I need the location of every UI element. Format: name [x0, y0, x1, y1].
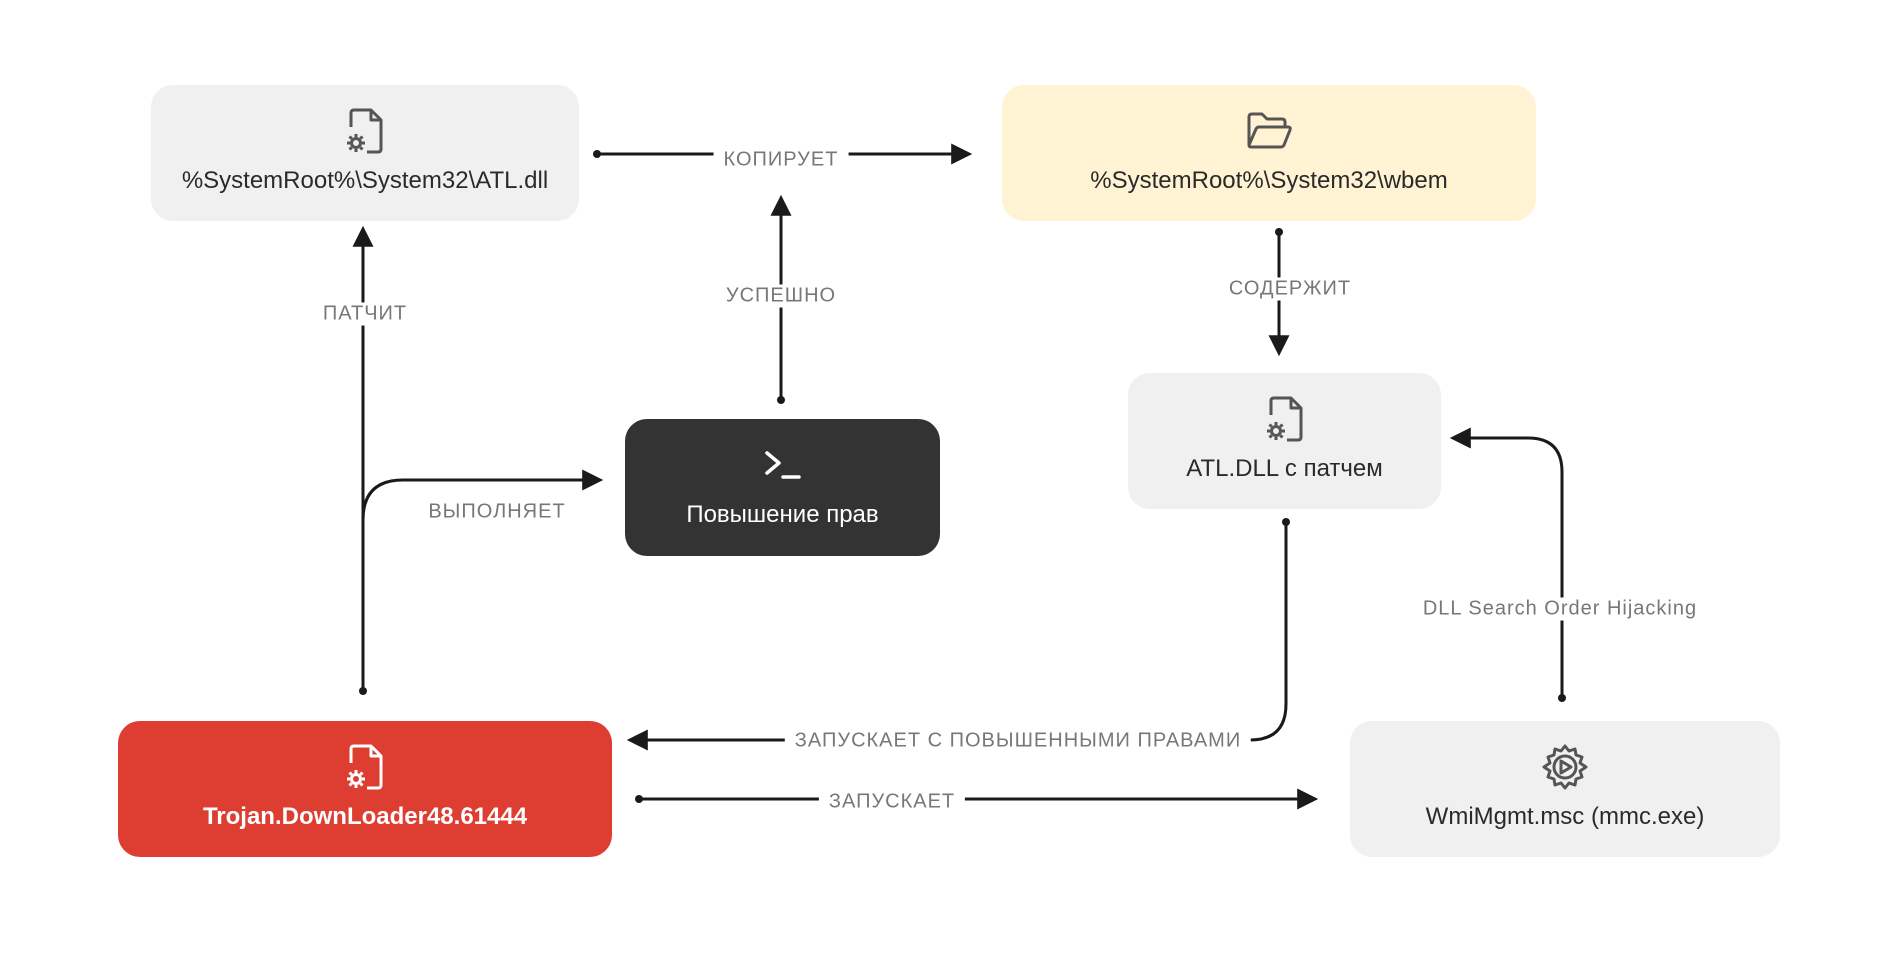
node-privilege-escalation-label: Повышение прав: [686, 501, 879, 528]
edge-label-executes: ВЫПОЛНЯЕТ: [418, 500, 576, 524]
edge-copies-start-dot: [593, 150, 601, 158]
edge-hijacking-start-dot: [1558, 694, 1566, 702]
node-wbem: %SystemRoot%\System32\wbem: [1002, 85, 1536, 221]
edge-launches-elevated-start-dot: [1282, 518, 1290, 526]
terminal-icon: [757, 439, 809, 491]
gear-play-icon: [1539, 741, 1591, 793]
node-atl-dll: %SystemRoot%\System32\ATL.dll: [151, 85, 579, 221]
edge-hijacking: [1449, 427, 1564, 698]
node-patched-atl-label: ATL.DLL с патчем: [1186, 455, 1383, 482]
file-gear-icon: [339, 741, 391, 793]
edge-label-copies: КОПИРУЕТ: [713, 148, 849, 172]
edge-launches-start-dot: [635, 795, 643, 803]
file-gear-icon: [339, 105, 391, 157]
edge-executes: [361, 469, 604, 521]
node-trojan-label: Trojan.DownLoader48.61444: [202, 803, 528, 830]
edge-label-launches-elevated: ЗАПУСКАЕТ С ПОВЫШЕННЫМИ ПРАВАМИ: [784, 729, 1252, 753]
node-trojan: Trojan.DownLoader48.61444: [118, 721, 612, 857]
node-privilege-escalation: Повышение прав: [625, 419, 940, 556]
edge-label-contains: СОДЕРЖИТ: [1218, 277, 1362, 301]
node-atl-dll-label: %SystemRoot%\System32\ATL.dll: [181, 167, 549, 194]
node-wmimgmt-label: WmiMgmt.msc (mmc.exe): [1425, 803, 1705, 830]
edge-label-launches: ЗАПУСКАЕТ: [818, 790, 966, 814]
edge-launches-elevated: [626, 522, 1288, 751]
edge-contains-start-dot: [1275, 228, 1283, 236]
file-gear-icon: [1259, 393, 1311, 445]
edge-success-start-dot: [777, 396, 785, 404]
edge-label-hijacking: DLL Search Order Hijacking: [1412, 597, 1708, 621]
node-patched-atl: ATL.DLL с патчем: [1128, 373, 1441, 509]
edge-label-success: УСПЕШНО: [715, 284, 847, 308]
node-wbem-label: %SystemRoot%\System32\wbem: [1090, 167, 1448, 194]
node-wmimgmt: WmiMgmt.msc (mmc.exe): [1350, 721, 1780, 857]
edge-label-patches: ПАТЧИТ: [312, 302, 418, 326]
folder-open-icon: [1243, 105, 1295, 157]
edge-patches-start-dot: [359, 687, 367, 695]
